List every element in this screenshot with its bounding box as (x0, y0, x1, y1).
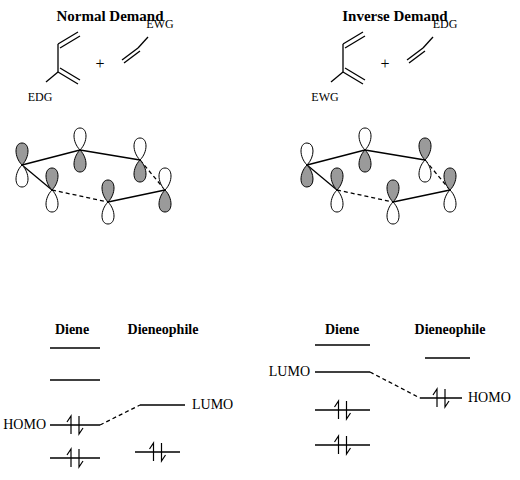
electron-down (347, 401, 351, 419)
orbital-lobe (419, 160, 431, 182)
reactant-structures (331, 32, 433, 84)
reactant-structures (46, 32, 148, 84)
energy-level (50, 347, 100, 348)
energy-level (315, 444, 370, 445)
column-heading: Diene (55, 322, 89, 338)
double-bond (124, 51, 140, 63)
sigma-bond (307, 150, 365, 165)
orbital-overlap-picture (16, 128, 171, 224)
substituent-bond (423, 37, 433, 48)
plus-sign: + (95, 55, 104, 73)
orbital-lobe (134, 138, 146, 160)
orbital-label: LUMO (269, 364, 310, 380)
plus-sign: + (380, 55, 389, 73)
electron-down (347, 436, 351, 454)
orbital-lobe (46, 168, 58, 190)
sigma-bond (393, 190, 450, 202)
correlation-line (100, 405, 140, 425)
substituent-bond (138, 37, 148, 48)
orbital-lobe (331, 190, 343, 212)
orbital-lobe (16, 143, 28, 165)
forming-bond (52, 190, 108, 202)
sigma-bond (22, 150, 80, 165)
sigma-bond (365, 150, 425, 160)
double-bond (60, 68, 80, 80)
substituent-label: EDG (433, 17, 458, 32)
orbital-lobe (159, 168, 171, 190)
orbital-lobe (444, 190, 456, 212)
orbital-lobe (74, 128, 86, 150)
panel-heading: Inverse Demand (342, 8, 447, 25)
orbital-lobe (102, 202, 114, 224)
energy-level (50, 424, 100, 425)
electron-up (335, 436, 339, 454)
substituent-bond (46, 72, 58, 82)
orbital-lobe (387, 180, 399, 202)
single-bond (342, 44, 343, 72)
correlation-line (370, 372, 420, 398)
energy-level (50, 457, 100, 458)
orbital-lobe (359, 128, 371, 150)
orbital-lobe (301, 165, 313, 187)
double-bond (345, 68, 365, 80)
orbital-lobe (46, 190, 58, 212)
orbital-lobe (444, 168, 456, 190)
electron-up (433, 389, 437, 407)
energy-level (140, 404, 185, 405)
double-bond (58, 32, 78, 44)
electron-down (445, 389, 449, 407)
double-bond (345, 36, 365, 48)
energy-level (315, 344, 370, 345)
electron-up (150, 443, 154, 461)
substituent-bond (331, 72, 343, 82)
substituent-label: EDG (28, 90, 53, 105)
electron-up (67, 449, 71, 467)
single-bond (57, 44, 58, 72)
energy-level-diagram (50, 345, 470, 467)
orbital-lobe (134, 160, 146, 182)
column-heading: Dieneophile (128, 322, 199, 338)
double-bond (58, 72, 78, 84)
orbital-lobe (74, 150, 86, 172)
forming-bond (337, 190, 393, 202)
electron-down (79, 449, 83, 467)
energy-level (135, 451, 180, 452)
energy-level (315, 371, 370, 372)
energy-level (425, 357, 470, 358)
orbital-overlap-picture (301, 128, 456, 224)
orbital-label: LUMO (192, 397, 233, 413)
electron-up (335, 401, 339, 419)
column-heading: Diene (325, 322, 359, 338)
orbital-lobe (159, 190, 171, 212)
energy-level (315, 409, 370, 410)
orbital-lobe (387, 202, 399, 224)
energy-level (420, 397, 462, 398)
sigma-bond (80, 150, 140, 160)
electron-down (79, 416, 83, 434)
orbital-lobe (301, 143, 313, 165)
orbital-label: HOMO (3, 417, 46, 433)
orbital-lobe (359, 150, 371, 172)
double-bond (60, 36, 80, 48)
column-heading: Dieneophile (415, 322, 486, 338)
orbital-lobe (102, 180, 114, 202)
orbital-label: HOMO (468, 390, 511, 406)
double-bond (343, 32, 363, 44)
double-bond (343, 72, 363, 84)
orbital-lobe (331, 168, 343, 190)
sigma-bond (108, 190, 165, 202)
orbital-lobe (419, 138, 431, 160)
electron-down (162, 443, 166, 461)
orbital-lobe (16, 165, 28, 187)
substituent-label: EWG (146, 17, 173, 32)
double-bond (409, 51, 425, 63)
energy-level (50, 379, 100, 380)
electron-up (67, 416, 71, 434)
substituent-label: EWG (311, 90, 338, 105)
